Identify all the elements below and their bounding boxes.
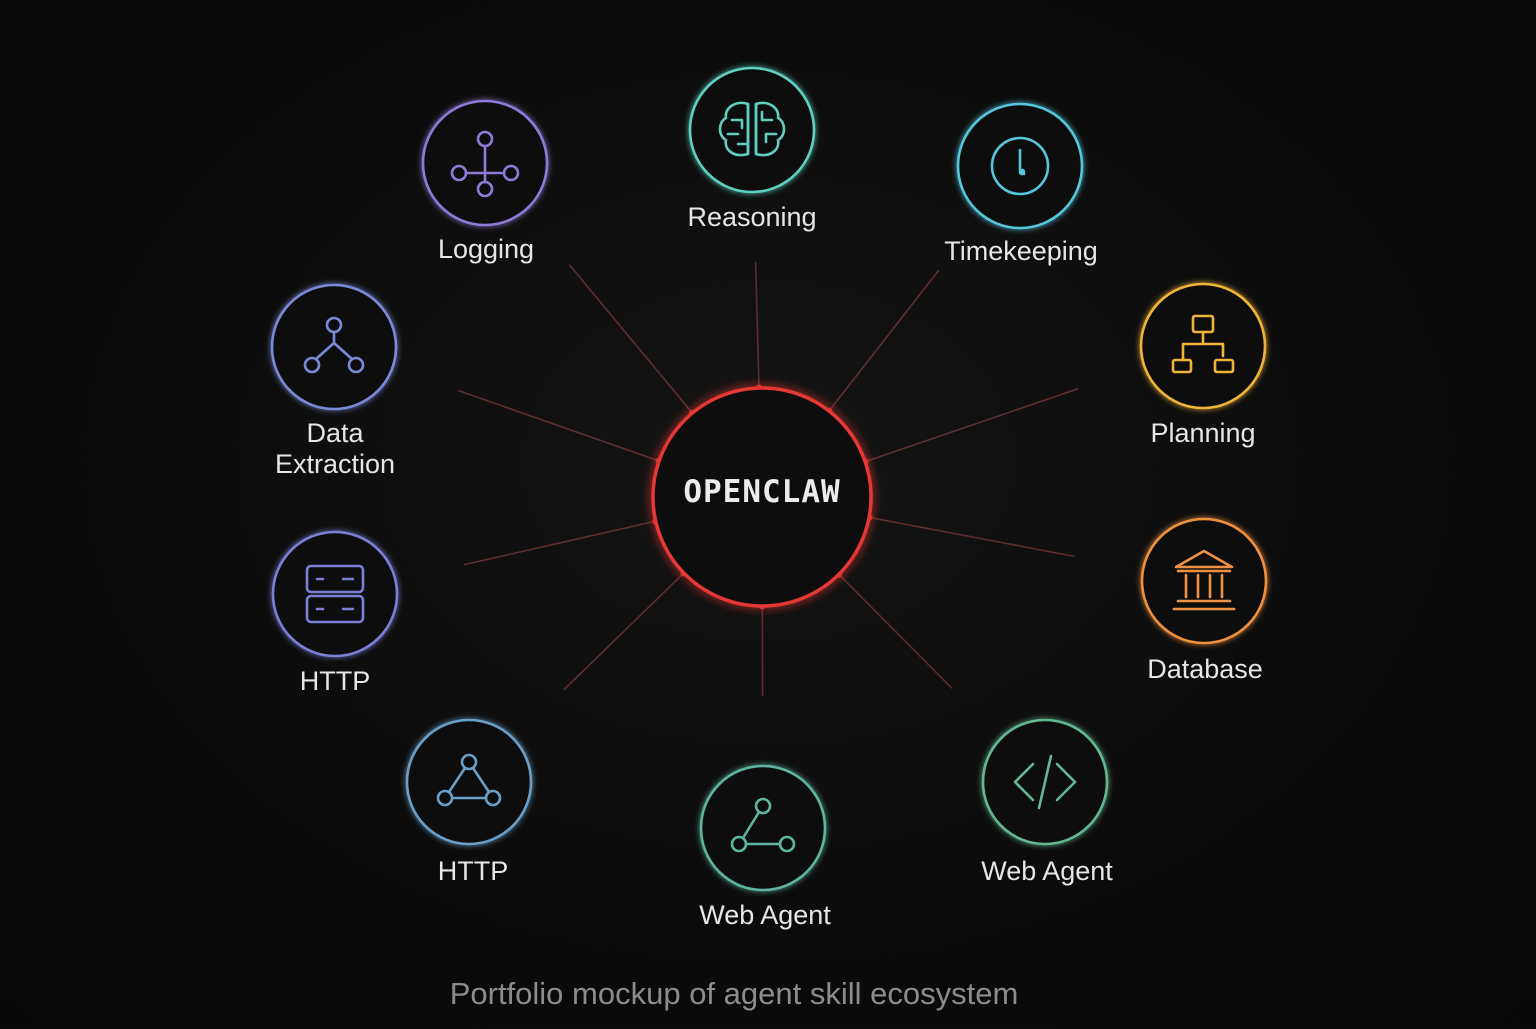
- skill-label-http-left: HTTP: [300, 666, 371, 697]
- connector-web-agent-right: [839, 574, 952, 688]
- skill-node-ring: [1142, 519, 1266, 643]
- skill-label-web-agent-right: Web Agent: [981, 856, 1113, 887]
- hub-label: OPENCLAW: [683, 474, 840, 510]
- connector-http-left: [464, 521, 656, 565]
- skill-label-database: Database: [1147, 654, 1263, 685]
- skill-label-planning: Planning: [1150, 418, 1255, 449]
- skill-node-http-bottom[interactable]: [407, 720, 531, 844]
- skill-node-ring: [1141, 284, 1265, 408]
- skill-label-web-agent-bottom: Web Agent: [699, 900, 831, 931]
- skill-node-ring: [701, 766, 825, 890]
- skill-node-data-extraction[interactable]: [272, 285, 396, 409]
- skill-label-logging: Logging: [438, 234, 534, 265]
- connector-planning: [865, 389, 1078, 462]
- skill-node-ring: [273, 532, 397, 656]
- skill-label-timekeeping: Timekeeping: [944, 236, 1098, 267]
- skill-node-ring: [407, 720, 531, 844]
- diagram-caption: Portfolio mockup of agent skill ecosyste…: [450, 976, 1019, 1012]
- skill-node-timekeeping[interactable]: [958, 104, 1082, 228]
- skill-node-logging[interactable]: [423, 101, 547, 225]
- connector-logging: [569, 265, 692, 413]
- skill-label-data-extraction: Data Extraction: [275, 418, 395, 480]
- skill-node-ring: [272, 285, 396, 409]
- skill-node-reasoning[interactable]: [690, 68, 814, 192]
- skill-node-http-left[interactable]: [273, 532, 397, 656]
- connector-data-extraction: [459, 391, 660, 461]
- connector-database: [869, 517, 1074, 556]
- skill-label-reasoning: Reasoning: [687, 202, 816, 233]
- skill-node-database[interactable]: [1142, 519, 1266, 643]
- connector-reasoning: [756, 262, 759, 388]
- connector-timekeeping: [829, 270, 939, 411]
- connector-http-bottom: [564, 573, 684, 690]
- skill-node-planning[interactable]: [1141, 284, 1265, 408]
- skill-label-http-bottom: HTTP: [438, 856, 509, 887]
- skill-node-web-agent-bottom[interactable]: [701, 766, 825, 890]
- skill-node-ring: [690, 68, 814, 192]
- skill-node-web-agent-right[interactable]: [983, 720, 1107, 844]
